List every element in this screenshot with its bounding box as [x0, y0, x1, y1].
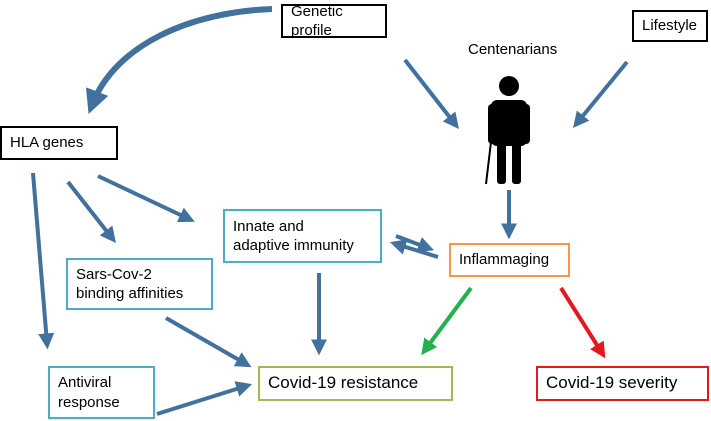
covid-severity-box: Covid-19 severity [536, 366, 709, 401]
arrow-genetic-to-hla [85, 6, 273, 114]
inflammaging-box: Inflammaging [449, 243, 570, 277]
antiviral-line1: Antiviral [58, 374, 112, 391]
arrow-hla-to-antiviral [31, 172, 55, 350]
arrow-inflammaging-to-resistance [421, 286, 473, 356]
arrow-genetic-to-centenarians [403, 58, 459, 130]
arrow-hla-to-sars [66, 180, 116, 244]
innate-line2: adaptive immunity [233, 237, 354, 254]
arrow-lifestyle-to-centenarians [572, 60, 629, 128]
antiviral-response-box: Antiviral response [48, 366, 155, 419]
sars-cov-2-box: Sars-Cov-2 binding affinities [66, 258, 213, 310]
lifestyle-box: Lifestyle [632, 10, 708, 42]
genetic-profile-label: Genetic profile [291, 2, 343, 40]
arrow-inflammaging-to-innate [389, 239, 439, 259]
sars-line2: binding affinities [76, 285, 184, 302]
centenarians-label: Centenarians [468, 41, 558, 58]
person-with-cane-icon [485, 76, 530, 185]
arrow-hla-to-innate [97, 174, 195, 223]
arrow-sars-to-resistance [165, 316, 252, 368]
genetic-profile-box: Genetic profile [281, 2, 387, 40]
sars-line1: Sars-Cov-2 [76, 265, 152, 283]
arrow-inflammaging-to-severity [559, 286, 606, 359]
covid-severity-label: Covid-19 severity [546, 373, 678, 393]
lifestyle-label: Lifestyle [642, 17, 698, 35]
arrow-antiviral-to-resistance [156, 381, 253, 416]
inflammaging-label: Inflammaging [459, 251, 550, 269]
innate-line1: Innate and [233, 217, 304, 235]
arrow-innate-to-inflammaging [395, 234, 434, 253]
covid-resistance-label: Covid-19 resistance [268, 373, 419, 393]
innate-adaptive-immunity-box: Innate and adaptive immunity [223, 209, 382, 263]
hla-genes-box: HLA genes [0, 126, 118, 160]
hla-genes-label: HLA genes [10, 134, 84, 152]
antiviral-line2: response [58, 393, 120, 411]
covid-resistance-box: Covid-19 resistance [258, 366, 453, 401]
